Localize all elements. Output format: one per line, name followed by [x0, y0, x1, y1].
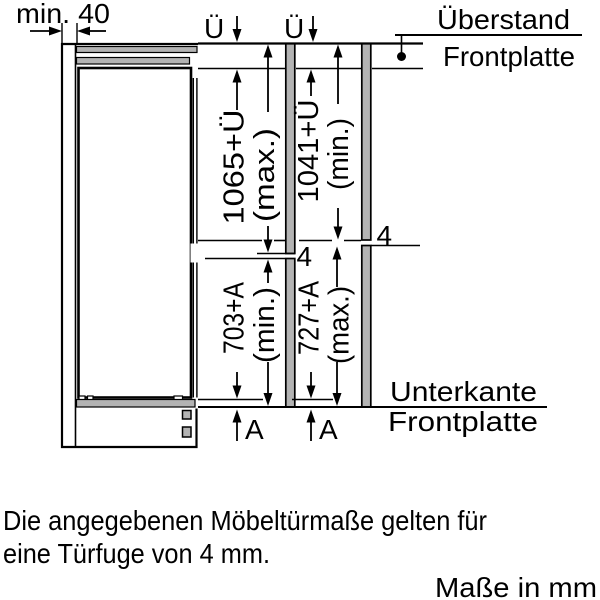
appliance-door-split-gap — [190, 243, 200, 263]
door-gap-label-left: 4 — [297, 241, 313, 272]
arrowhead-up — [232, 69, 242, 83]
min-gap-label: min. 40 — [16, 0, 110, 29]
arrowhead-up — [232, 409, 242, 423]
note-line2: eine Türfuge von 4 mm. — [3, 538, 270, 569]
lower-door-max-qualifier: (max.) — [324, 286, 356, 364]
front-panel-right-upper — [360, 42, 372, 241]
arrowhead-up — [306, 409, 316, 423]
arrowhead-down — [306, 385, 316, 399]
arrowhead-down — [333, 226, 343, 240]
arrowhead-down — [263, 239, 273, 253]
cabinet-outline — [60, 42, 198, 449]
recess-symbol-right: A — [319, 414, 338, 445]
arrowhead-right — [49, 26, 62, 36]
overhang-callout-line1: Überstand — [437, 4, 570, 35]
front-panel-right-lower — [360, 244, 372, 408]
arrowhead-down — [332, 393, 342, 406]
arrowhead-up — [306, 69, 316, 83]
arrowhead-up — [333, 44, 343, 58]
arrowhead-down — [308, 29, 318, 42]
recess-symbol-left: A — [245, 414, 264, 445]
door-gap-label-right: 4 — [377, 220, 393, 251]
reference-lines — [198, 34, 582, 408]
appliance-foot — [181, 409, 192, 420]
arrowhead-up — [332, 246, 342, 260]
arrowhead-down — [232, 385, 242, 399]
lower-door-max-value: 727+A — [294, 280, 326, 355]
dimension-arrows — [232, 16, 343, 441]
appliance-foot — [181, 426, 192, 438]
arrowhead-up — [263, 259, 273, 273]
plinth-panel-strip — [75, 398, 196, 408]
labels: min. 40 Ü Ü 1065+Ü (max.) 1041+Ü (min.) … — [16, 0, 575, 445]
arrowhead-left — [77, 26, 90, 36]
upper-door-min-qualifier: (min.) — [323, 118, 355, 190]
overhang-leader-dot — [397, 52, 406, 61]
overhang-symbol-left: Ü — [204, 13, 224, 44]
upper-door-max-qualifier: (max.) — [249, 128, 281, 222]
note-line1: Die angegebenen Möbeltürmaße gelten für — [3, 505, 487, 536]
lower-door-min-value: 703+A — [219, 281, 251, 354]
upper-door-min-value: 1041+Ü — [293, 100, 325, 203]
appliance-niche-box — [77, 66, 193, 399]
arrowhead-down — [232, 29, 242, 42]
upper-door-max-value: 1065+Ü — [219, 110, 251, 225]
bottom-edge-callout-line1: Unterkante — [390, 376, 537, 407]
cabinet — [60, 42, 200, 449]
min40-dimension — [30, 23, 106, 43]
overhang-symbol-right: Ü — [284, 13, 304, 44]
cabinet-top-panel-strip-2 — [75, 56, 191, 65]
overhang-callout-line2: Frontplatte — [443, 41, 575, 72]
bottom-edge-callout-line2: Frontplatte — [388, 406, 538, 437]
arrowhead-down — [263, 393, 273, 406]
cabinet-top-panel-strip — [75, 45, 198, 54]
footer-note: Die angegebenen Möbeltürmaße gelten für … — [3, 505, 597, 600]
arrowhead-up — [263, 44, 273, 58]
lower-door-min-qualifier: (min.) — [249, 287, 281, 363]
units-label: Maße in mm — [435, 572, 597, 600]
